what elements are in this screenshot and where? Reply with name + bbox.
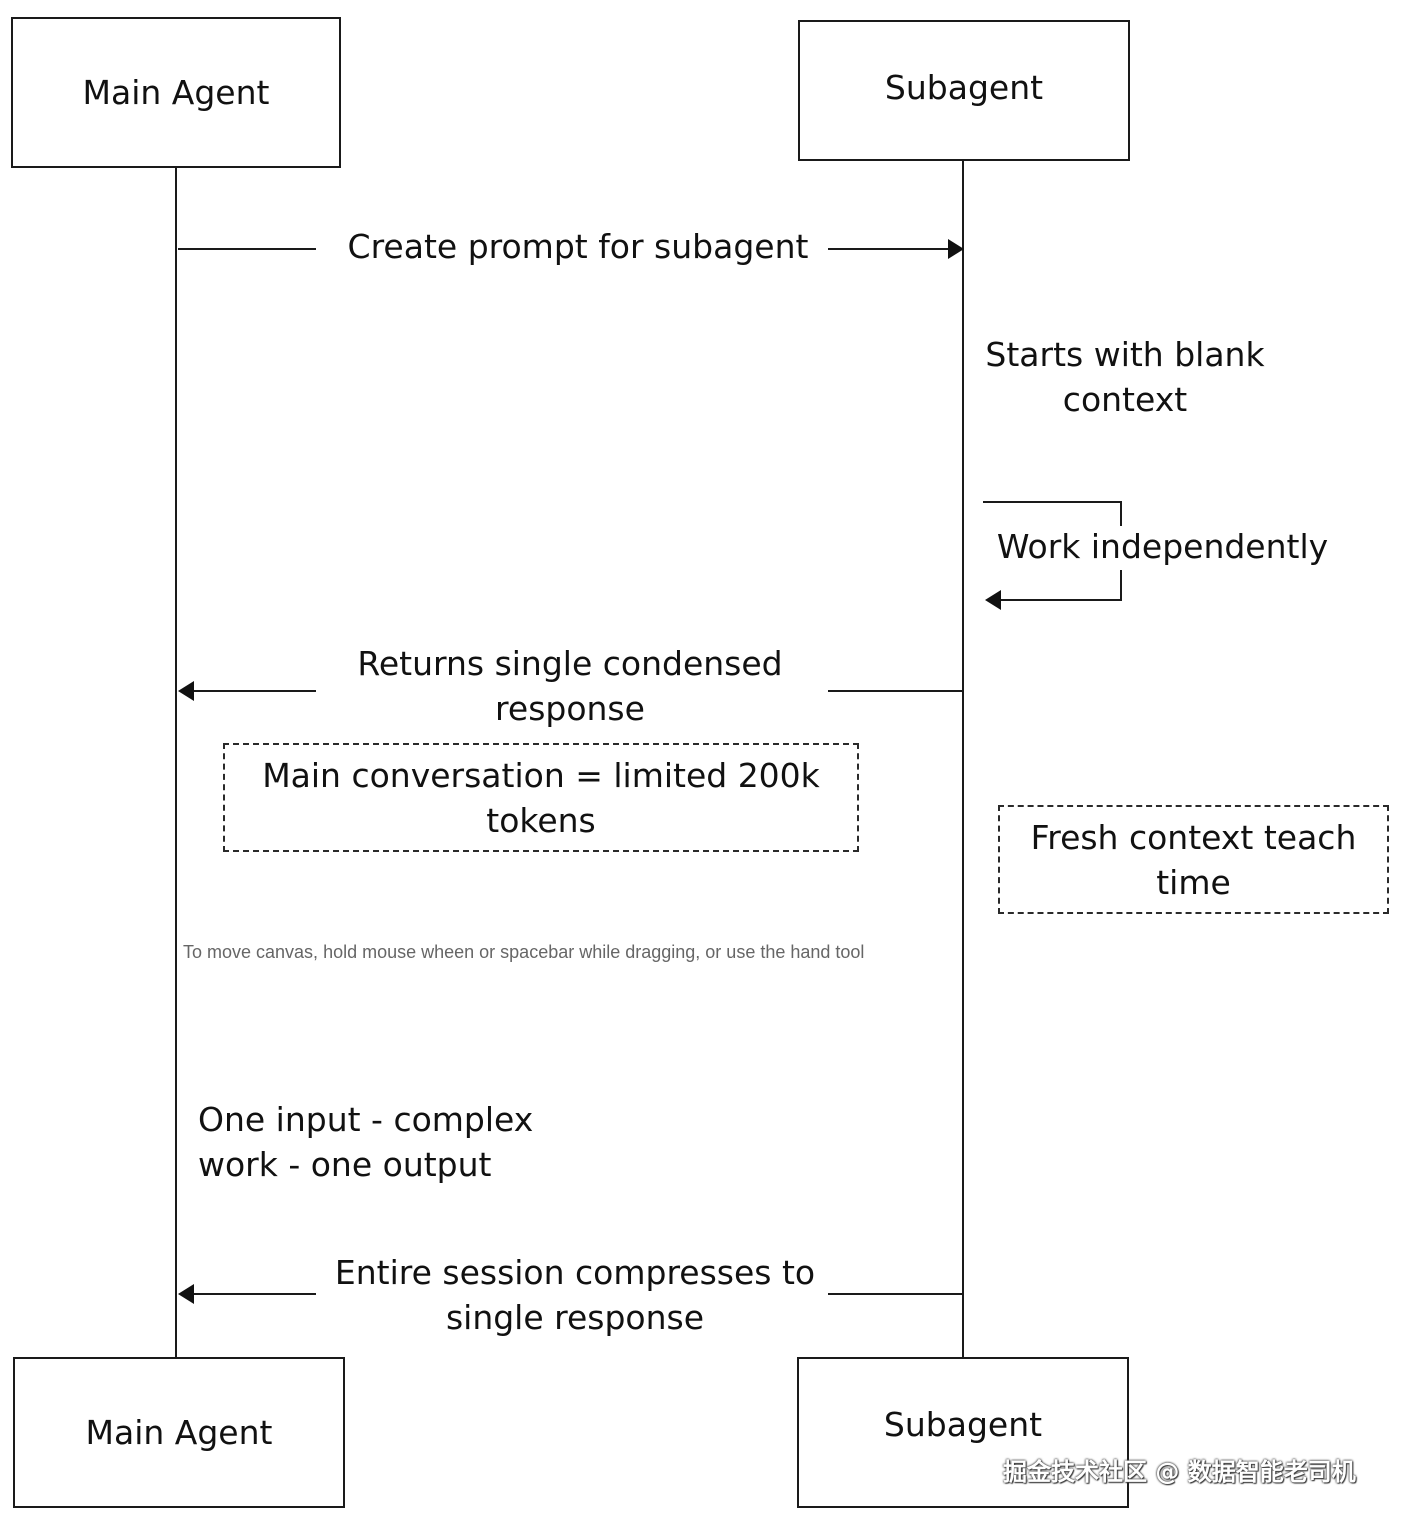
main-agent-label-top: Main Agent bbox=[82, 73, 270, 112]
subagent-box-top[interactable]: Subagent bbox=[798, 20, 1130, 161]
session-compresses-arrow bbox=[178, 1284, 963, 1304]
subagent-label-top: Subagent bbox=[884, 68, 1044, 107]
main-conversation-note[interactable]: Main conversation = limited 200k tokens bbox=[223, 743, 859, 852]
main-agent-box-top[interactable]: Main Agent bbox=[11, 17, 341, 168]
subagent-box-bottom[interactable]: Subagent bbox=[797, 1357, 1129, 1508]
one-input-note: One input - complex work - one output bbox=[198, 1100, 534, 1184]
fresh-context-note[interactable]: Fresh context teach time bbox=[998, 805, 1389, 914]
blank-context-label: Starts with blank context bbox=[985, 335, 1265, 419]
create-prompt-label: Create prompt for subagent bbox=[347, 227, 809, 266]
returns-response-arrow bbox=[178, 681, 963, 701]
main-agent-box-bottom[interactable]: Main Agent bbox=[13, 1357, 345, 1508]
watermark: 掘金技术社区 @ 数据智能老司机 bbox=[1003, 1458, 1356, 1486]
self-loop-arrow bbox=[983, 501, 1122, 610]
canvas-hint: To move canvas, hold mouse wheen or spac… bbox=[183, 942, 865, 962]
create-prompt-arrow bbox=[178, 239, 964, 259]
main-agent-label-bottom: Main Agent bbox=[85, 1413, 273, 1452]
work-independently-label: Work independently bbox=[996, 527, 1329, 566]
subagent-label-bottom: Subagent bbox=[883, 1405, 1043, 1444]
returns-response-label: Returns single condensed response bbox=[357, 644, 783, 728]
session-compresses-label: Entire session compresses to single resp… bbox=[334, 1253, 816, 1337]
